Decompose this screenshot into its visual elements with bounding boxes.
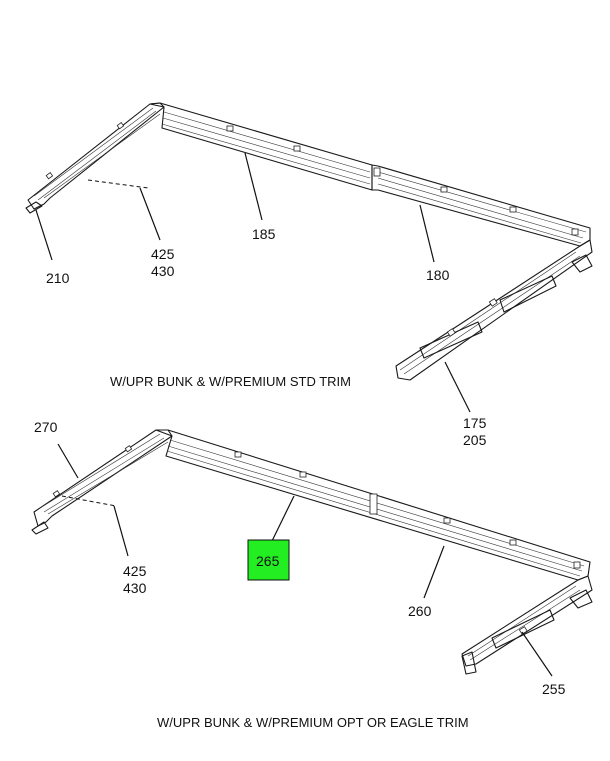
- rear-trim-rail-2: [155, 429, 591, 581]
- callout-430-b: 430: [123, 580, 147, 596]
- leader-270: [57, 443, 79, 479]
- callout-425-a: 425: [151, 246, 175, 262]
- callout-425-b: 425: [123, 563, 147, 579]
- diagram-1-caption: W/UPR BUNK & W/PREMIUM STD TRIM: [110, 374, 351, 389]
- leader-180: [419, 204, 435, 263]
- front-trim-rail-1: [395, 239, 593, 381]
- callout-180: 180: [426, 267, 450, 283]
- right-trim-rail-1: [371, 164, 591, 247]
- callout-175: 175: [463, 415, 487, 431]
- callout-265[interactable]: 265: [256, 553, 280, 569]
- diagram-2-trim-assembly: 265 270 425 430 260 255 W/UPR BUNK & W/P…: [31, 419, 593, 730]
- leader-175: [444, 361, 471, 413]
- callout-185: 185: [252, 226, 276, 242]
- leader-210: [35, 209, 53, 261]
- rear-trim-rail-1: [149, 102, 373, 191]
- callout-205: 205: [463, 432, 487, 448]
- leader-260: [423, 545, 445, 599]
- leader-255: [521, 631, 553, 677]
- callout-430-a: 430: [151, 263, 175, 279]
- leader-265: [271, 495, 295, 542]
- leader-185: [244, 152, 263, 221]
- left-trim-rail-2: [31, 429, 173, 535]
- callout-255: 255: [542, 681, 566, 697]
- leader-425: [139, 187, 161, 241]
- diagram-2-caption: W/UPR BUNK & W/PREMIUM OPT OR EAGLE TRIM: [157, 715, 469, 730]
- callout-260: 260: [408, 603, 432, 619]
- callout-270: 270: [34, 419, 58, 435]
- leader-425-dash: [87, 179, 149, 189]
- callout-265-highlight[interactable]: [247, 539, 290, 581]
- leader-425-dash-2: [61, 495, 117, 507]
- callout-210: 210: [46, 270, 70, 286]
- diagram-1-trim-assembly: 185 425 430 210 180 175 205 W/UPR BUNK &…: [25, 102, 593, 448]
- leader-425-2: [113, 505, 129, 557]
- front-trim-rail-2: [461, 575, 593, 675]
